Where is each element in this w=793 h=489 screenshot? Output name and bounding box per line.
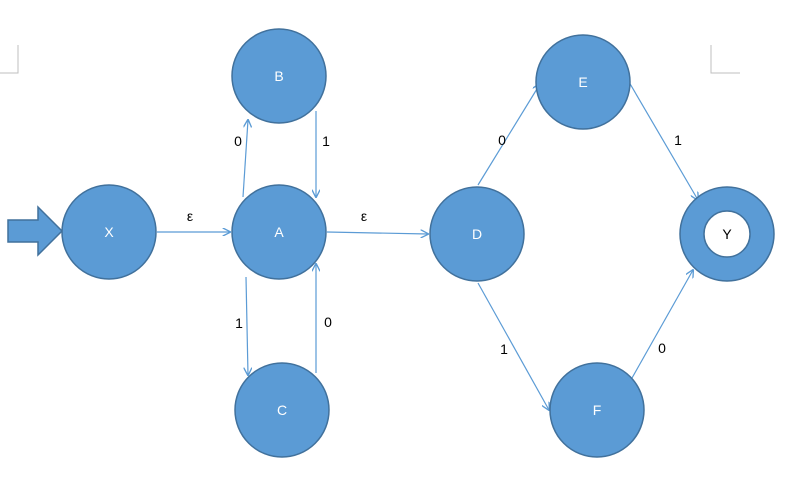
state-c-label: C: [277, 402, 287, 418]
edge-label-f-y: 0: [658, 340, 666, 356]
edge-label-e-y: 1: [674, 132, 682, 148]
state-d-label: D: [472, 226, 482, 242]
state-x: X: [61, 184, 157, 280]
edge-label-x-a: ε: [187, 208, 193, 224]
edge-label-a-c: 1: [235, 315, 243, 331]
state-a-label: A: [274, 224, 284, 240]
state-y-label: Y: [722, 226, 732, 242]
edge-label-d-e: 0: [498, 132, 506, 148]
state-b: B: [231, 28, 327, 124]
edge-e-y: [628, 81, 698, 200]
state-f: F: [549, 362, 645, 458]
state-x-label: X: [104, 224, 114, 240]
edge-label-c-a: 0: [324, 314, 332, 330]
state-e-label: E: [578, 74, 587, 90]
state-d: D: [429, 186, 525, 282]
edge-label-a-d: ε: [361, 208, 367, 224]
state-y-accepting: Y: [679, 186, 775, 282]
state-e: E: [535, 34, 631, 130]
edge-a-c: [246, 276, 248, 375]
edge-a-b: [242, 120, 248, 198]
start-arrow-icon: [7, 205, 64, 257]
edge-label-a-b: 0: [234, 133, 242, 149]
state-f-label: F: [593, 402, 602, 418]
edge-d-e: [477, 84, 540, 186]
page-corner-mark-right: [710, 45, 740, 74]
edge-label-b-a: 1: [322, 133, 330, 149]
edge-f-y: [631, 270, 693, 379]
edge-label-d-f: 1: [500, 341, 508, 357]
page-corner-mark-left: [0, 45, 19, 74]
state-b-label: B: [274, 68, 283, 84]
edge-a-d: [326, 232, 428, 234]
state-a: A: [231, 184, 327, 280]
state-c: C: [234, 362, 330, 458]
edge-d-f: [477, 282, 549, 410]
